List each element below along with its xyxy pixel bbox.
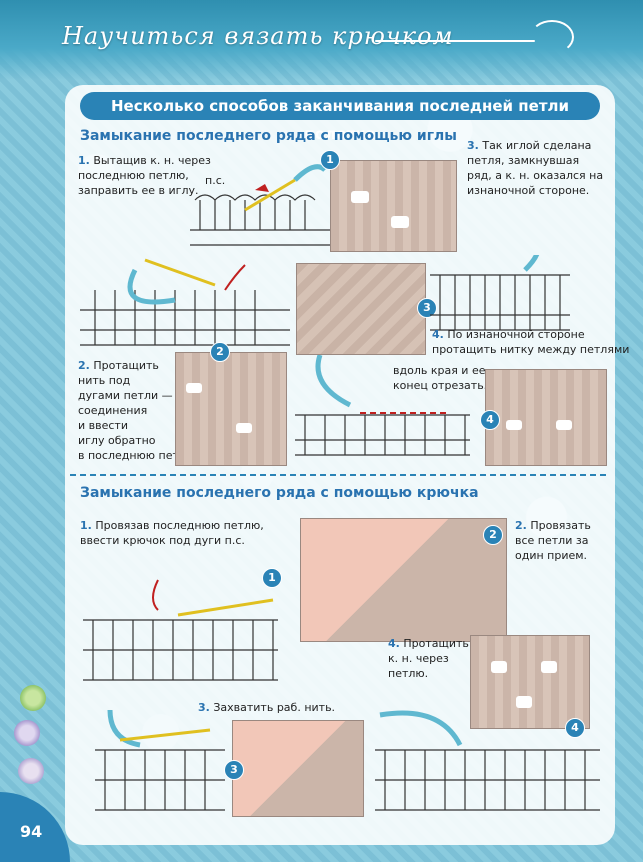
- p1-photo-2: [175, 352, 287, 466]
- p1-photo-3: [296, 263, 426, 355]
- section-title: Несколько способов заканчивания последне…: [80, 92, 600, 143]
- badge-2b: 2: [483, 525, 503, 545]
- p2-step4-diagram: [375, 710, 600, 811]
- page-number-tab: 94: [0, 792, 70, 862]
- p2-photo-2: [300, 518, 507, 642]
- swirl-decor-icon: [530, 20, 574, 54]
- header-title: Научиться вязать крючком: [62, 22, 454, 50]
- p1-photo-1: [330, 160, 457, 252]
- page-number: 94: [20, 822, 43, 841]
- p2-step3-diagram: [95, 709, 225, 811]
- p2-step1-diagram: [83, 579, 278, 681]
- flower-icon: [14, 720, 40, 746]
- badge-4: 4: [480, 410, 500, 430]
- p1-step4-text: 4. По изнаночной стороне протащить нитку…: [432, 328, 630, 356]
- p1-step1-label: п.с.: [205, 174, 226, 187]
- p2-photo-3: [232, 720, 364, 817]
- part2-title: Замыкание последнего ряда с помощью крюч…: [80, 485, 479, 501]
- flower-icon: [20, 685, 46, 711]
- section-divider: [70, 474, 610, 476]
- badge-3b: 3: [224, 760, 244, 780]
- part1-title: Замыкание последнего ряда с помощью иглы: [80, 128, 457, 144]
- p2-step1-text: 1. Провязав последнюю петлю, ввести крюч…: [80, 519, 264, 547]
- badge-1: 1: [320, 150, 340, 170]
- header-decor-line: [375, 40, 535, 42]
- badge-3: 3: [417, 298, 437, 318]
- badge-2: 2: [210, 342, 230, 362]
- badge-4b: 4: [565, 718, 585, 738]
- p1-photo-4: [485, 369, 607, 466]
- p1-step1-text: 1. Вытащив к. н. через последнюю петлю,з…: [78, 154, 211, 197]
- p1-step3-diagram: [430, 255, 570, 331]
- p1-step4-diagram: [295, 355, 470, 456]
- badge-1b: 1: [262, 568, 282, 588]
- p1-step2-diagram: [80, 258, 290, 346]
- header-bar: Научиться вязать крючком: [0, 0, 643, 80]
- p1-step1-diagram: [190, 164, 330, 246]
- p2-photo-4: [470, 635, 590, 729]
- p2-step3-text: 3. Захватить раб. нить.: [198, 701, 336, 714]
- flower-icon: [18, 758, 44, 784]
